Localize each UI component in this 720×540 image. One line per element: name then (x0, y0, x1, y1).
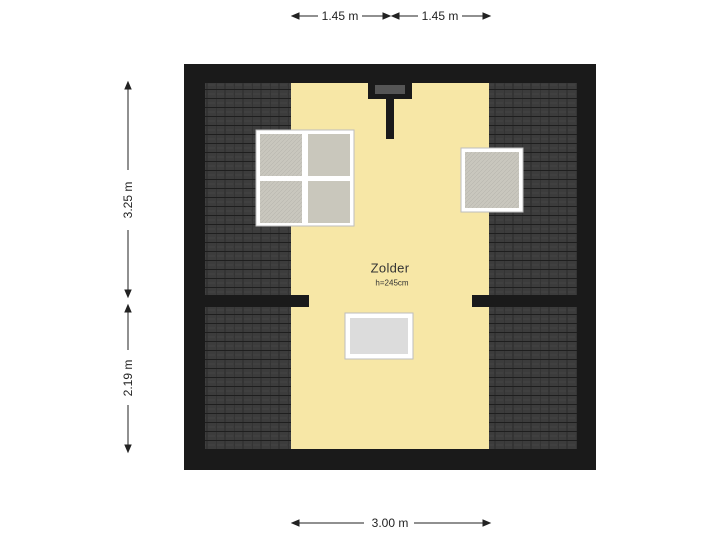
dimension-top-right: 1.45 m (418, 9, 462, 23)
roof-slope-left-lower (205, 307, 291, 449)
skylight-window-right (460, 147, 524, 213)
dimension-left-lower: 2.19 m (121, 356, 135, 400)
room-name: Zolder (370, 260, 410, 276)
dimension-left-upper: 3.25 m (121, 178, 135, 222)
chimney-inner (375, 85, 405, 94)
dimension-lines (124, 12, 492, 527)
wall-stub-left (205, 295, 309, 307)
roof-slope-right-lower (489, 307, 577, 449)
dimension-bottom: 3.00 m (368, 516, 412, 530)
duct-pipe (386, 99, 394, 139)
room-height: h=245cm (375, 278, 409, 288)
roof-hatch (344, 312, 414, 360)
wall-stub-right (472, 295, 577, 307)
dimension-top-left: 1.45 m (318, 9, 362, 23)
skylight-window-left (255, 129, 355, 227)
